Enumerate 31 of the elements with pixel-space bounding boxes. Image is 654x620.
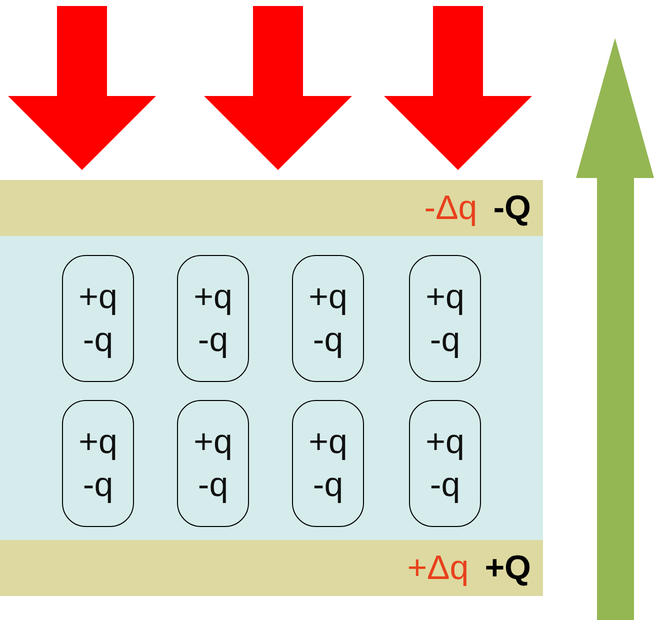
charge-label: -q [312,320,344,360]
charge-label: +q [78,422,118,463]
charge-label: +Q [484,548,531,588]
dipole-capsule [177,255,249,382]
charge-label: -Q [493,188,531,228]
charge-label: +q [194,277,232,318]
charge-label: +q [194,422,232,463]
dipole-capsule [409,400,481,527]
charge-label: +q [426,277,464,318]
charge-label: -q [198,320,228,360]
charge-label: +q [308,422,348,463]
charge-label: +q [426,422,464,463]
charge-label: -q [82,320,114,360]
dipole-capsule [409,255,481,382]
charge-label: -q [198,464,228,506]
charge-label: -q [430,464,460,506]
electrode-plate [0,180,543,236]
charge-label: -Δq [424,188,478,228]
charge-label: -q [312,464,344,506]
charge-label: -q [430,320,460,360]
charge-label: -q [82,464,114,506]
dipole-capsule [292,400,364,527]
charge-label: +Δq [407,548,469,588]
dipole-capsule [292,255,364,382]
dipole-capsule [177,400,249,527]
dipole-capsule [62,400,134,527]
dipole-capsule [62,255,134,382]
charge-label: +q [78,277,118,318]
electrode-plate [0,540,543,596]
charge-label: +q [308,277,348,318]
dielectric-panel [0,236,543,540]
